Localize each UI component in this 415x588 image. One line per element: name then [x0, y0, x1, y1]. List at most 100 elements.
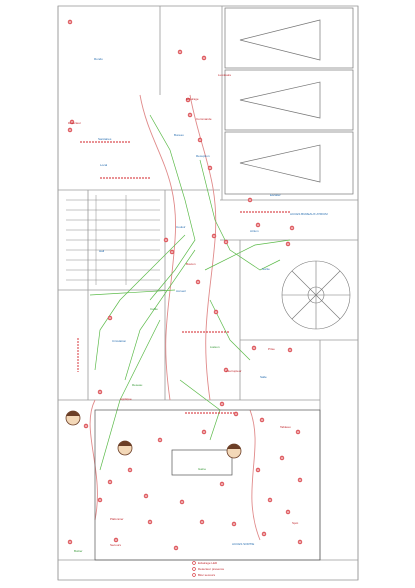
- luminaire-center: [85, 425, 87, 427]
- luminaire-center: [181, 501, 183, 503]
- luminaire-center: [179, 51, 181, 53]
- luminaire-center: [287, 511, 289, 513]
- stair-grid: [66, 195, 160, 285]
- plan-label: Atrium: [250, 229, 259, 233]
- luminaire-center: [263, 533, 265, 535]
- avatars: [65, 410, 242, 459]
- plan-label: Reception: [196, 154, 210, 158]
- legend-entry: Eclairage LED: [198, 561, 218, 565]
- plan-label: Commande: [196, 117, 212, 121]
- luminaire-center: [221, 403, 223, 405]
- luminaire-center: [129, 469, 131, 471]
- luminaire-center: [225, 369, 227, 371]
- plan-label: Tableau: [280, 425, 291, 429]
- zone-cell: [224, 131, 354, 195]
- plan-label: Spot: [292, 521, 298, 525]
- luminaire-center: [197, 281, 199, 283]
- luminaire-center: [225, 241, 227, 243]
- luminaire-center: [203, 431, 205, 433]
- luminaire-center: [269, 499, 271, 501]
- corridor-walls: [89, 94, 261, 541]
- luminaire-center: [145, 495, 147, 497]
- luminaire-center: [109, 481, 111, 483]
- plan-label: ACCES SORTIE: [232, 542, 254, 546]
- luminaire-center: [187, 99, 189, 101]
- luminaire-center: [299, 541, 301, 543]
- luminaire-center: [115, 539, 117, 541]
- luminaire-center: [69, 129, 71, 131]
- plan-label: Prise: [268, 347, 275, 351]
- luminaire-center: [215, 311, 217, 313]
- luminaire-center: [261, 419, 263, 421]
- luminaire-center: [149, 521, 151, 523]
- legend-entry: Bloc secours: [198, 573, 216, 577]
- luminaire-center: [253, 347, 255, 349]
- luminaire-center: [69, 541, 71, 543]
- legend-symbol-icon: [192, 567, 196, 571]
- zone-cell: [224, 7, 354, 69]
- plan-label: Sanitaires: [98, 137, 112, 141]
- plan-label: Couloir: [176, 225, 186, 229]
- plan-label: Escalier: [270, 193, 281, 197]
- luminaire-center: [213, 235, 215, 237]
- plan-label: Applique: [120, 397, 132, 401]
- plan-label: Liaison: [210, 345, 220, 349]
- plan-label: Plafonnier: [110, 517, 124, 521]
- luminaire-center: [203, 57, 205, 59]
- luminaire-center: [175, 547, 177, 549]
- luminaire-center: [257, 469, 259, 471]
- luminaire-center: [291, 227, 293, 229]
- plan-label: Local: [100, 163, 108, 167]
- luminaire-center: [69, 21, 71, 23]
- legend-symbol-icon: [192, 573, 196, 577]
- plan-label: Gaine: [198, 467, 206, 471]
- legend-entry: Detecteur presence: [198, 567, 225, 571]
- luminaire-center: [235, 413, 237, 415]
- luminaire-center: [299, 479, 301, 481]
- plan-label: Cable: [150, 307, 158, 311]
- luminaire-center: [289, 349, 291, 351]
- plan-label: Reseau: [132, 383, 143, 387]
- luminaire-center: [233, 523, 235, 525]
- spiral-staircase-icon: [281, 260, 351, 330]
- plan-label: Secours: [110, 543, 122, 547]
- luminaire-center: [297, 431, 299, 433]
- hatched-zone: [224, 7, 354, 195]
- luminaire-center: [109, 317, 111, 319]
- luminaire-center: [171, 251, 173, 253]
- plan-label: Circulation: [112, 339, 127, 343]
- luminaire-center: [287, 243, 289, 245]
- luminaire-center: [159, 439, 161, 441]
- luminaire-center: [71, 121, 73, 123]
- wiring: [89, 114, 291, 471]
- building-walls: [57, 5, 359, 581]
- plan-label: Interrupteur: [226, 369, 242, 373]
- luminaire-center: [249, 199, 251, 201]
- outer-wall: [57, 5, 359, 581]
- zone-cell: [224, 69, 354, 131]
- luminaire-center: [209, 167, 211, 169]
- luminaire-center: [257, 224, 259, 226]
- plan-label: Bureau: [174, 133, 184, 137]
- plan-label: Eclairage: [186, 97, 199, 101]
- plan-label: Luminaire: [218, 73, 232, 77]
- luminaires: [67, 19, 303, 551]
- luminaire-center: [165, 239, 167, 241]
- luminaire-center: [99, 391, 101, 393]
- luminaire-center: [281, 457, 283, 459]
- plan-label: Rondo: [94, 57, 103, 61]
- triangle-symbol-icon: [239, 19, 321, 61]
- person-avatar-icon: [226, 443, 242, 459]
- person-avatar-icon: [117, 440, 133, 456]
- luminaire-center: [99, 499, 101, 501]
- plan-label: Hall: [99, 249, 105, 253]
- plan-label: Detecteur: [68, 121, 81, 125]
- plan-label: Salle: [260, 375, 267, 379]
- plan-label: ACCES BUREAUX ATRIUM: [290, 212, 328, 216]
- triangle-symbol-icon: [239, 144, 321, 183]
- person-avatar-icon: [65, 410, 81, 426]
